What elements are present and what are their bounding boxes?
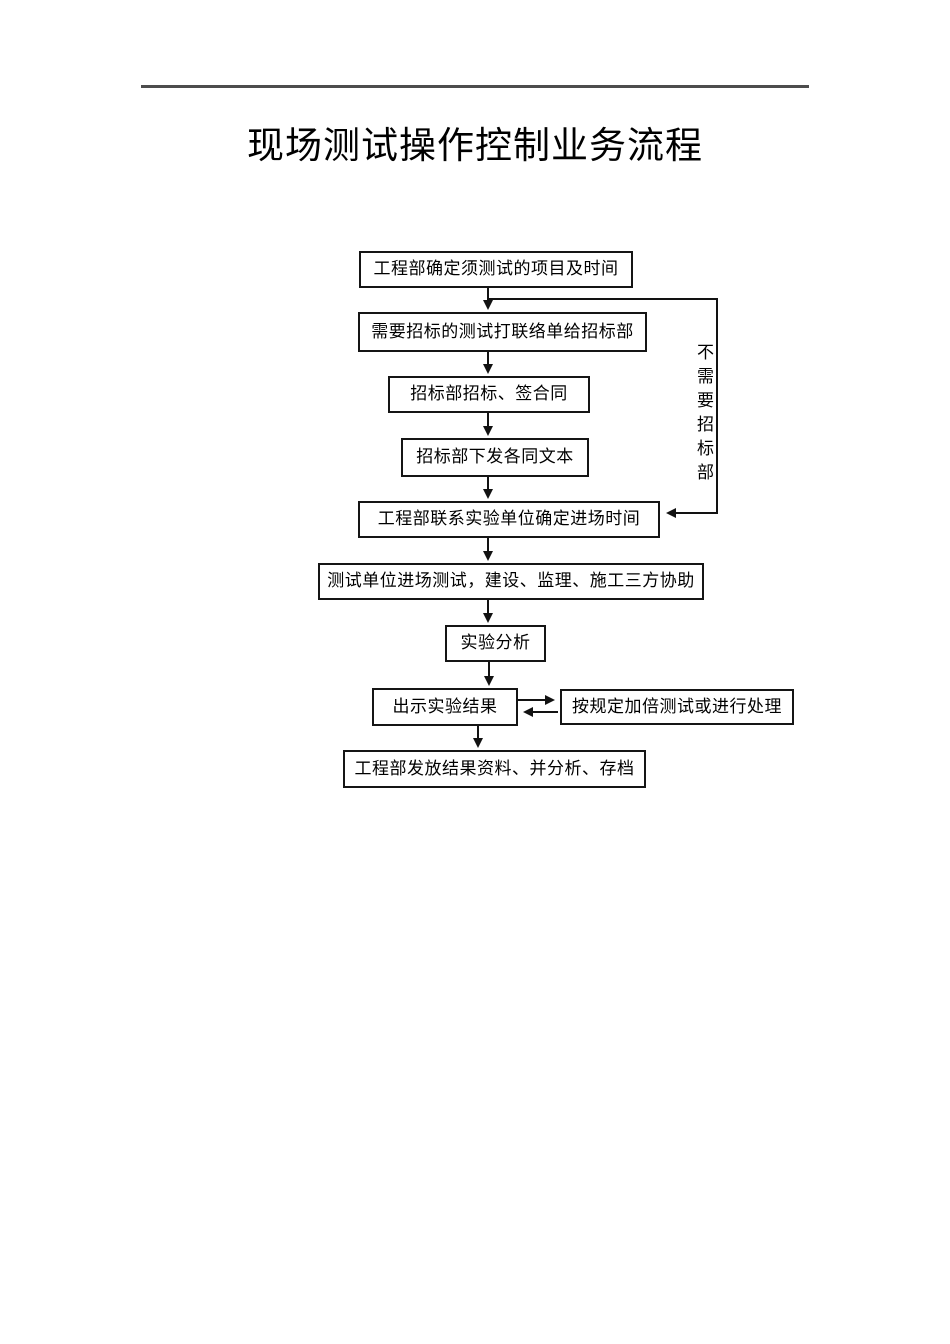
flow-node-lab-analysis: 实验分析 [445, 625, 546, 662]
flow-node-show-results: 出示实验结果 [372, 688, 518, 726]
flow-node-label: 招标部招标、签合同 [410, 384, 568, 404]
flow-node-label: 按规定加倍测试或进行处理 [572, 696, 782, 717]
flow-node-label: 需要招标的测试打联络单给招标部 [371, 321, 634, 342]
flow-node-determine-test-items: 工程部确定须测试的项目及时间 [359, 251, 633, 288]
header-divider [141, 85, 809, 88]
flow-node-contact-lab-schedule: 工程部联系实验单位确定进场时间 [358, 501, 660, 538]
flow-node-retest-or-handle: 按规定加倍测试或进行处理 [560, 689, 794, 725]
flow-node-label: 招标部下发各同文本 [416, 447, 574, 467]
flow-node-distribute-archive: 工程部发放结果资料、并分析、存档 [343, 750, 646, 788]
flow-node-label: 实验分析 [460, 633, 531, 653]
page-title: 现场测试操作控制业务流程 [247, 124, 703, 167]
bypass-branch-label: 不需要招标部 [693, 343, 713, 487]
flow-node-label: 测试单位进场测试，建设、监理、施工三方协助 [327, 571, 695, 591]
flow-node-label: 工程部发放结果资料、并分析、存档 [354, 758, 635, 779]
flow-node-label: 出示实验结果 [392, 696, 498, 717]
flow-node-label: 工程部确定须测试的项目及时间 [373, 259, 619, 279]
flow-node-onsite-testing: 测试单位进场测试，建设、监理、施工三方协助 [318, 563, 704, 600]
flow-node-bid-and-sign: 招标部招标、签合同 [388, 376, 590, 413]
flow-node-label: 工程部联系实验单位确定进场时间 [377, 509, 641, 529]
flow-node-issue-contract-text: 招标部下发各同文本 [401, 438, 589, 477]
flow-node-send-liaison-sheet: 需要招标的测试打联络单给招标部 [358, 312, 647, 352]
